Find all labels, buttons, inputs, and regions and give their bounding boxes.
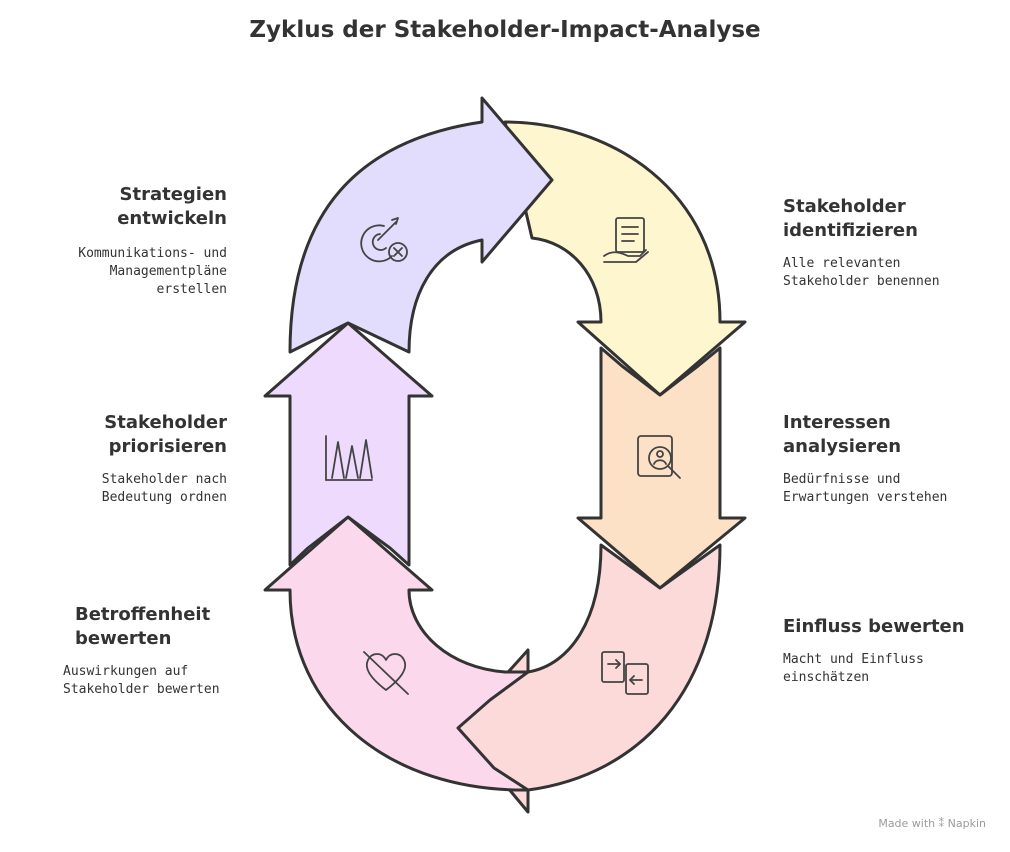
diagram-title: Zyklus der Stakeholder-Impact-Analyse (249, 17, 761, 43)
document-hand-icon (603, 217, 649, 263)
step-description: Bedürfnisse und Erwartungen verstehen (783, 472, 948, 505)
step-title: Interessen analysieren (783, 412, 902, 457)
segment-prioritize (263, 321, 434, 567)
bars-icon (325, 435, 373, 481)
step-title: Stakeholder priorisieren (104, 412, 227, 457)
made-with-napkin-footer: Made with ⁑ Napkin (878, 817, 986, 830)
label-influence: Einfluss bewerten Macht und Einfluss ein… (783, 615, 1010, 687)
segment-identify (503, 120, 747, 397)
step-description: Stakeholder nach Bedeutung ordnen (101, 472, 227, 505)
target-x-icon (360, 217, 408, 263)
step-description: Auswirkungen auf Stakeholder bewerten (63, 664, 220, 697)
step-title: Einfluss bewerten (783, 616, 965, 637)
segment-influence (456, 543, 722, 814)
step-title: Betroffenheit bewerten (75, 604, 211, 649)
step-title: Strategien entwickeln (117, 184, 227, 229)
label-strategies: Strategien entwickeln Kommunikations- un… (0, 183, 227, 299)
label-prioritize: Stakeholder priorisieren Stakeholder nac… (0, 411, 227, 507)
step-description: Alle relevanten Stakeholder benennen (783, 256, 940, 289)
exchange-icon (601, 651, 649, 695)
step-title: Stakeholder identifizieren (783, 196, 918, 241)
person-search-icon (637, 435, 681, 479)
label-identify: Stakeholder identifizieren Alle relevant… (783, 195, 1010, 291)
label-interests: Interessen analysieren Bedürfnisse und E… (783, 411, 1010, 507)
heart-off-icon (363, 651, 409, 695)
step-description: Kommunikations- und Managementpläne erst… (78, 246, 227, 297)
segment-strategies (288, 96, 554, 354)
step-description: Macht und Einfluss einschätzen (783, 652, 924, 685)
label-affectedness: Betroffenheit bewerten Auswirkungen auf … (63, 603, 293, 699)
